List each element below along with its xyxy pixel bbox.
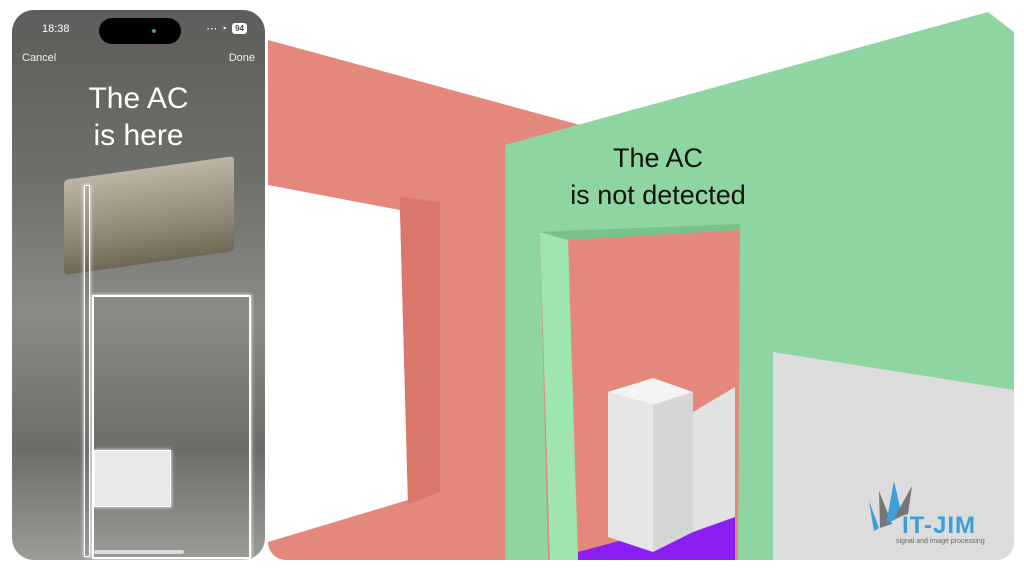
box-front (608, 392, 653, 552)
headline-line: is not detected (570, 180, 746, 210)
headline-line: The AC (612, 143, 704, 173)
status-bar: 18:38 ⋯ ◔ 94 (12, 18, 265, 44)
home-indicator[interactable] (94, 550, 184, 554)
gray-wall (773, 352, 1014, 560)
phone-headline: The AC is here (12, 80, 265, 154)
logo-name: IT-JIM (902, 512, 977, 539)
status-time: 18:38 (42, 23, 70, 35)
it-jim-logo: IT-JIM signal and image processing (864, 476, 994, 548)
detected-object-outline (84, 185, 90, 557)
battery-icon: 94 (232, 23, 247, 34)
door-jamb (540, 232, 578, 560)
cancel-button[interactable]: Cancel (22, 52, 57, 64)
logo-fan-icon (869, 481, 912, 531)
box-side (653, 392, 693, 552)
window-jamb (400, 197, 440, 504)
3d-room-render: The AC is not detected IT-JIM signal and… (268, 12, 1014, 560)
room-model-thumbnail (94, 450, 171, 507)
wifi-icon: ⋯ ◔ (206, 23, 227, 35)
logo-tagline: signal and image processing (896, 538, 985, 545)
done-button[interactable]: Done (228, 52, 255, 64)
box-top (608, 378, 693, 405)
dynamic-island (99, 18, 181, 44)
window-opening (268, 185, 408, 542)
phone-screenshot: 18:38 ⋯ ◔ 94 Cancel Done The AC is here (12, 10, 265, 560)
headline-line: The AC (88, 82, 189, 115)
scene-headline: The AC is not detected (518, 140, 798, 214)
headline-line: is here (93, 119, 184, 152)
box-back (693, 387, 735, 532)
detected-object-outline (92, 295, 251, 559)
door-lintel (540, 224, 740, 240)
